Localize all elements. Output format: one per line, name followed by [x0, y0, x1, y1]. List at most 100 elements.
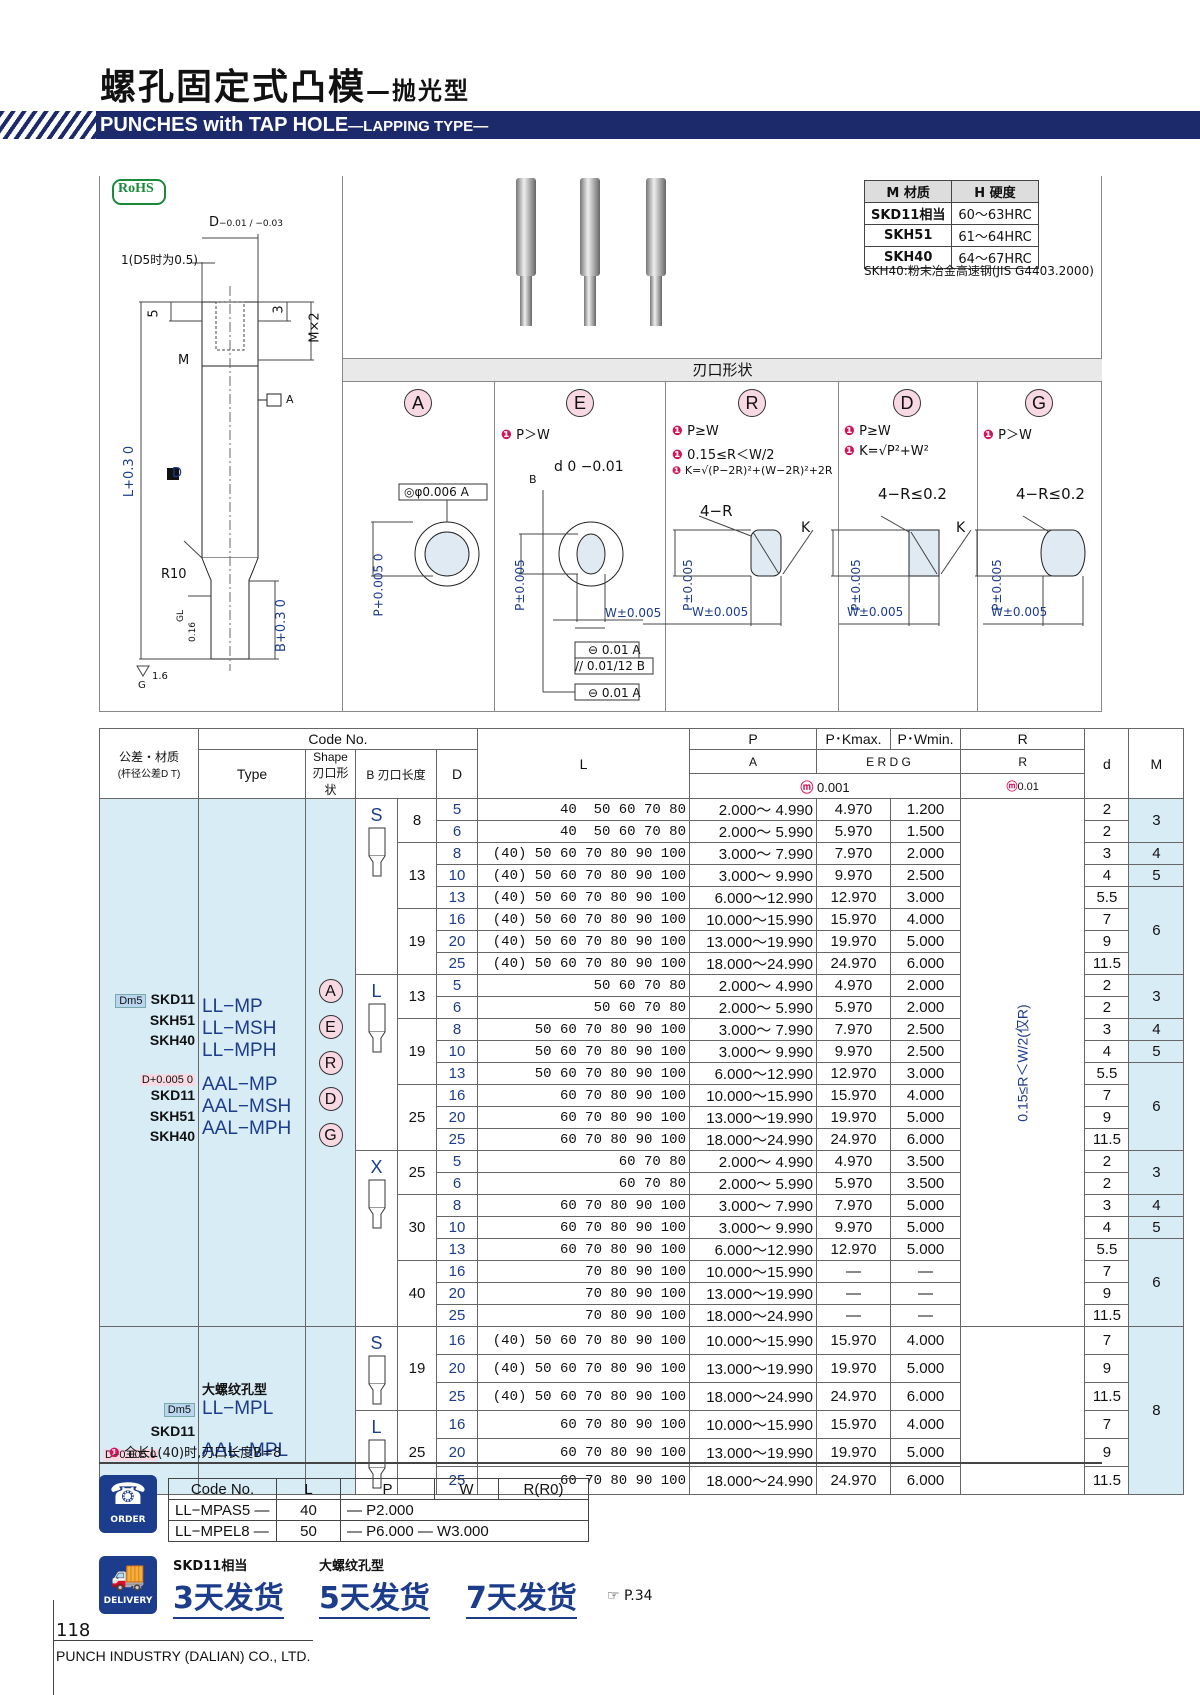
- shape-type: S: [355, 1326, 398, 1411]
- k-max: 15.970: [816, 1326, 891, 1355]
- p-range: 10.000～15.990: [689, 908, 817, 931]
- d-value: 25: [436, 952, 478, 975]
- p-range: 6.000～12.990: [689, 1062, 817, 1085]
- shape-r-note-3: ❶ K=√(P−2R)²+(W−2R)²+2R: [672, 464, 833, 477]
- shape-g-p-label: P±0.005: [989, 559, 1004, 611]
- col-r-shape: R: [959, 748, 1086, 775]
- material-cell: SKH51: [863, 224, 953, 247]
- d-small: 5.5: [1084, 886, 1130, 909]
- shape-type: L: [355, 974, 398, 1151]
- m-thread: 5: [1128, 1216, 1185, 1239]
- label-r10: R10: [161, 567, 187, 582]
- d-small: 3: [1084, 1018, 1130, 1041]
- k-max: 12.970: [816, 1062, 891, 1085]
- shape-r-badge: R: [738, 389, 766, 417]
- blade-length: 13: [397, 842, 437, 909]
- d-value: 16: [436, 1410, 478, 1439]
- l-values: 60 70 80 90 100: [477, 1128, 690, 1151]
- d-small: 11.5: [1084, 1382, 1130, 1411]
- shape-d-4r-label: 4−R≤0.2: [878, 485, 947, 503]
- d-value: 8: [436, 842, 478, 865]
- d-value: 25: [436, 1382, 478, 1411]
- dim-note-1: 1(D5时为0.5): [121, 253, 198, 267]
- order-code-2: LL−MPEL8 —: [168, 1520, 277, 1542]
- col-r: R: [959, 728, 1086, 750]
- d-small: 3: [1084, 1194, 1130, 1217]
- product-photo: [516, 178, 666, 326]
- col-code: Code No.: [198, 728, 478, 750]
- l-values: 70 80 90 100: [477, 1282, 690, 1305]
- dim-mx2: M×2: [307, 312, 323, 343]
- w-min: 6.000: [890, 1466, 961, 1495]
- l-values: 40 50 60 70 80: [477, 820, 690, 843]
- l-values: 50 60 70 80 90 100: [477, 1062, 690, 1085]
- shape-e-w-label: W±0.005: [605, 606, 662, 620]
- k-max: 4.970: [816, 798, 891, 821]
- label-g: G: [138, 680, 146, 691]
- d-value: 10: [436, 864, 478, 887]
- d-small: 2: [1084, 1172, 1130, 1195]
- delivery-label-1: SKD11相当: [173, 1559, 248, 1574]
- blade-length: 19: [397, 1018, 437, 1085]
- col-type: Type: [198, 749, 306, 799]
- w-min: 3.000: [890, 1062, 961, 1085]
- d-small: 2: [1084, 820, 1130, 843]
- p-range: 2.000～ 5.990: [689, 1172, 817, 1195]
- w-min: 2.500: [890, 864, 961, 887]
- m-thread: 6: [1128, 1062, 1185, 1151]
- d-small: 5.5: [1084, 1062, 1130, 1085]
- p-range: 13.000～19.990: [689, 1282, 817, 1305]
- col-l: L: [477, 728, 690, 799]
- p-range: 18.000～24.990: [689, 1304, 817, 1327]
- col-pw: P･Wmin.: [890, 728, 961, 750]
- d-small: 4: [1084, 864, 1130, 887]
- d-small: 11.5: [1084, 1466, 1130, 1495]
- l-values: (40) 50 60 70 80 90 100: [477, 1354, 690, 1383]
- tol-flat-1: ⊖ 0.01 A: [588, 643, 641, 657]
- material-cell: SKD11相当: [863, 202, 953, 225]
- blade-length: 13: [397, 974, 437, 1019]
- tol-parallel: // 0.01/12 B: [575, 659, 645, 673]
- w-min: 3.500: [890, 1150, 961, 1173]
- d-value: 8: [436, 1194, 478, 1217]
- w-min: 5.000: [890, 1354, 961, 1383]
- hardness-cell: 60～63HRC: [951, 202, 1039, 225]
- d-value: 13: [436, 1238, 478, 1261]
- k-max: 24.970: [816, 952, 891, 975]
- l-values: 60 70 80 90 100: [477, 1216, 690, 1239]
- w-min: 2.000: [890, 842, 961, 865]
- shape-g-note: ❶ P＞W: [983, 428, 1032, 443]
- d-value: 20: [436, 1282, 478, 1305]
- p-range: 3.000～ 9.990: [689, 864, 817, 887]
- l-values: (40) 50 60 70 80 90 100: [477, 1326, 690, 1355]
- shape-d-note-2: ❶ K=√P²+W²: [844, 444, 929, 459]
- k-max: 15.970: [816, 1410, 891, 1439]
- footer-hline: [53, 1640, 313, 1641]
- page-ref[interactable]: ☞ P.34: [607, 1588, 653, 1604]
- p-range: 10.000～15.990: [689, 1410, 817, 1439]
- p-range: 18.000～24.990: [689, 1382, 817, 1411]
- page-title: 螺孔固定式凸模—抛光型: [100, 58, 470, 110]
- col-p-shape: A: [689, 748, 817, 775]
- d-small: 11.5: [1084, 1128, 1130, 1151]
- shape-drawings: [371, 483, 1086, 701]
- d-value: 13: [436, 1062, 478, 1085]
- w-min: 2.000: [890, 974, 961, 997]
- w-min: 5.000: [890, 1194, 961, 1217]
- d-value: 8: [436, 1018, 478, 1041]
- l-values: (40) 50 60 70 80 90 100: [477, 1382, 690, 1411]
- material-note: SKH40:粉末冶金高速钢(JIS G4403.2000): [864, 264, 1094, 278]
- col-m: M: [1128, 728, 1185, 799]
- col-shape: Shape 刃口形状: [305, 749, 356, 799]
- w-min: 1.200: [890, 798, 961, 821]
- k-max: —: [816, 1282, 891, 1305]
